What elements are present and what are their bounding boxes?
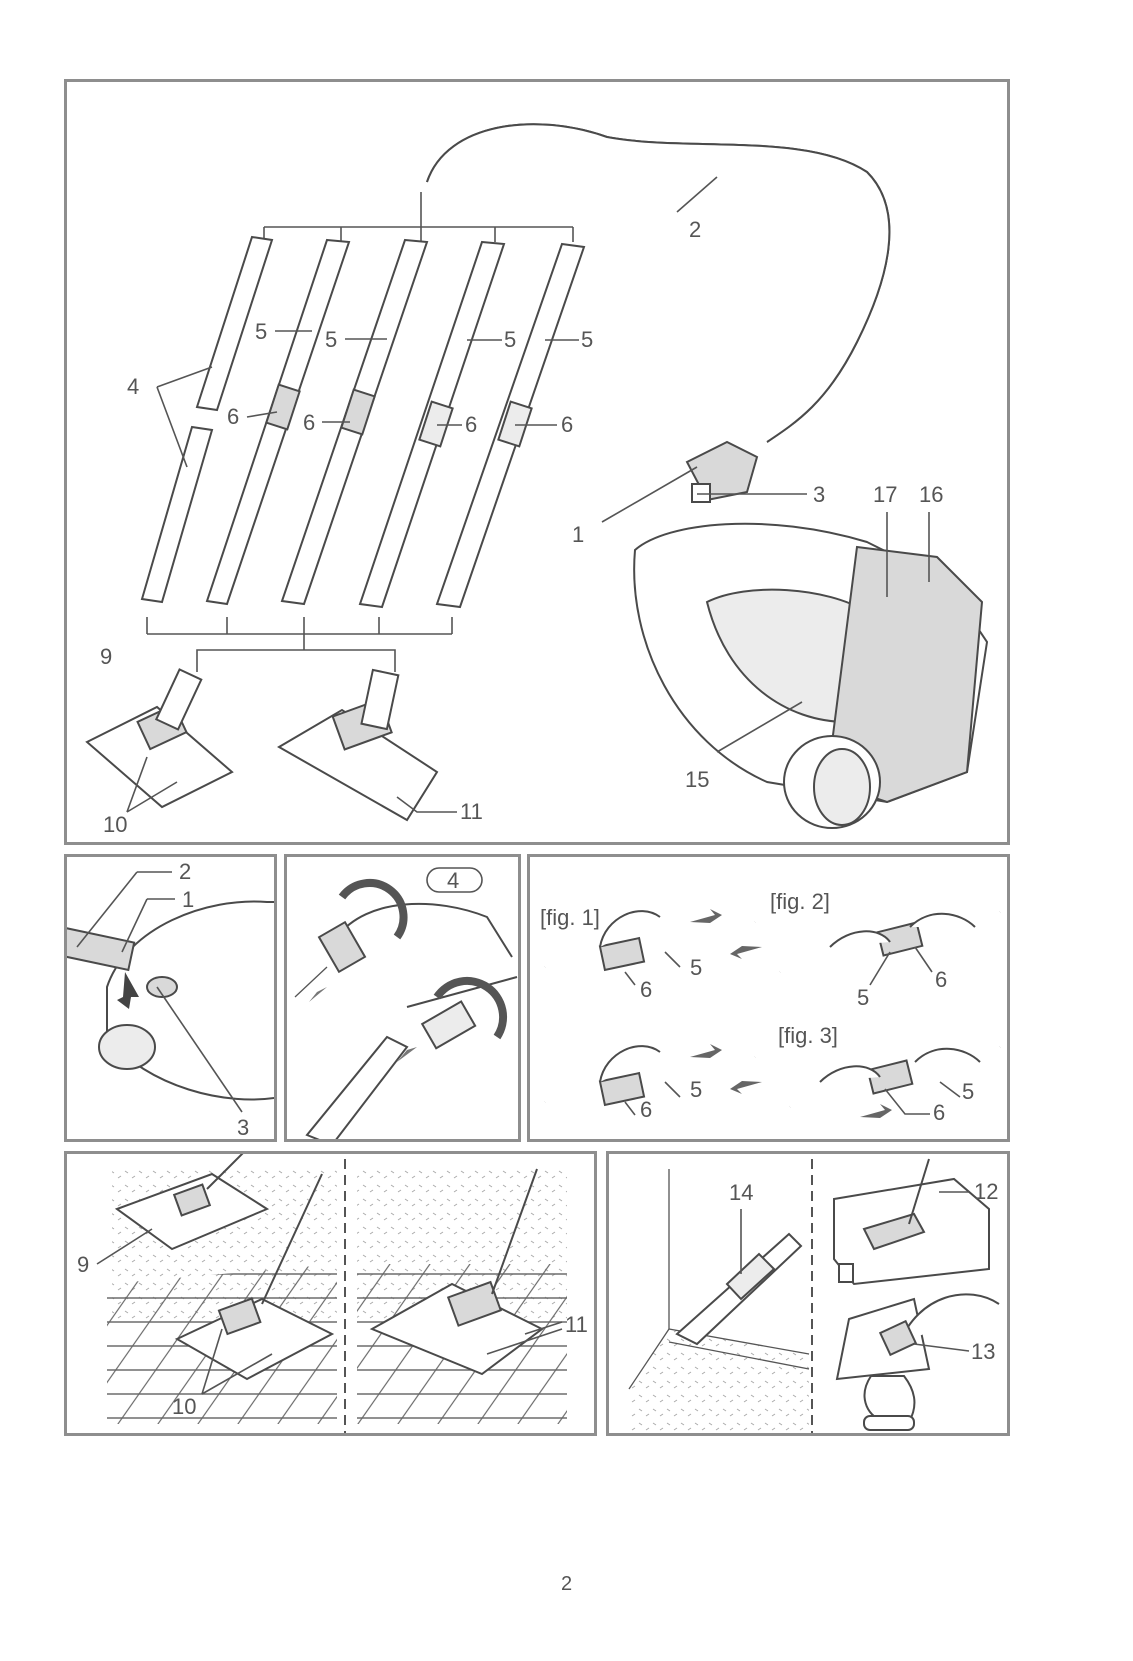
label-combi-nozzle: 11 [460, 799, 483, 824]
telescopic-tube-diagram: [fig. 1] [fig. 2] [fig. 3] [530, 857, 1010, 1142]
label-upholstery: 12 [974, 1179, 998, 1204]
label-floor-nozzle: 9 [100, 644, 112, 669]
label-brush: 13 [971, 1339, 995, 1364]
telescopic-tube-panel: [fig. 1] [fig. 2] [fig. 3] [527, 854, 1010, 1142]
attach-tube-diagram: 4 [287, 857, 521, 1142]
label-telescopic-tube-2: 5 [325, 327, 337, 352]
step-badge-number: 4 [447, 868, 459, 893]
label-switch: 10 [172, 1394, 196, 1419]
label-inlet: 3 [237, 1115, 249, 1140]
label-f1-bottom-button: 6 [640, 1097, 652, 1122]
label-cover-16: 16 [919, 482, 943, 507]
fig1-label: [fig. 1] [540, 905, 600, 930]
label-suction-regulator: 3 [813, 482, 825, 507]
label-release-button-2: 6 [303, 410, 315, 435]
fig2-label: [fig. 2] [770, 889, 830, 914]
page-number: 2 [0, 1573, 1133, 1596]
label-combi-nozzle: 11 [565, 1312, 588, 1337]
label-hose: 2 [179, 859, 191, 884]
tube-set [142, 237, 584, 607]
connect-hose-diagram: 2 1 3 [67, 857, 277, 1142]
label-cover-15: 15 [685, 767, 709, 792]
connect-hose-panel: 2 1 3 [64, 854, 277, 1142]
label-release-button-3: 6 [465, 412, 477, 437]
label-handle: 1 [182, 887, 194, 912]
floor-use-diagram: 9 10 11 [67, 1154, 597, 1436]
label-release-button-1: 6 [227, 404, 239, 429]
label-hose-handle: 1 [572, 522, 584, 547]
label-telescopic-tube-3: 5 [504, 327, 516, 352]
label-crevice: 14 [729, 1180, 753, 1205]
label-telescopic-tube-4: 5 [581, 327, 593, 352]
combi-nozzle-drawing [279, 670, 437, 820]
label-f3-tube: 5 [962, 1079, 974, 1104]
main-overview-panel: 2 1 3 4 5 5 5 5 6 6 6 6 9 10 11 15 16 17 [64, 79, 1010, 845]
accessories-diagram: 14 12 13 [609, 1154, 1010, 1436]
label-hose: 2 [689, 217, 701, 242]
label-f1-top-button: 6 [640, 977, 652, 1002]
label-switch: 10 [103, 812, 127, 837]
label-floor-nozzle: 9 [77, 1252, 89, 1277]
attach-tube-panel: 4 [284, 854, 521, 1142]
label-f2-button: 6 [935, 967, 947, 992]
floor-nozzle-drawing [87, 669, 232, 807]
label-f1-top-tube: 5 [690, 955, 702, 980]
label-f1-bottom-tube: 5 [690, 1077, 702, 1102]
slide-arrow-icon [690, 909, 722, 923]
fig3-label: [fig. 3] [778, 1023, 838, 1048]
label-release-button-4: 6 [561, 412, 573, 437]
label-f2-tube: 5 [857, 985, 869, 1010]
accessories-panel: 14 12 13 [606, 1151, 1010, 1436]
label-telescopic-tube-1: 5 [255, 319, 267, 344]
label-tubes: 4 [127, 374, 139, 399]
floor-use-panel: 9 10 11 [64, 1151, 597, 1436]
vacuum-parts-diagram: 2 1 3 4 5 5 5 5 6 6 6 6 9 10 11 15 16 17 [67, 82, 1010, 845]
label-indicator-17: 17 [873, 482, 897, 507]
label-f3-button: 6 [933, 1100, 945, 1125]
suction-regulator-drawing [692, 484, 710, 502]
